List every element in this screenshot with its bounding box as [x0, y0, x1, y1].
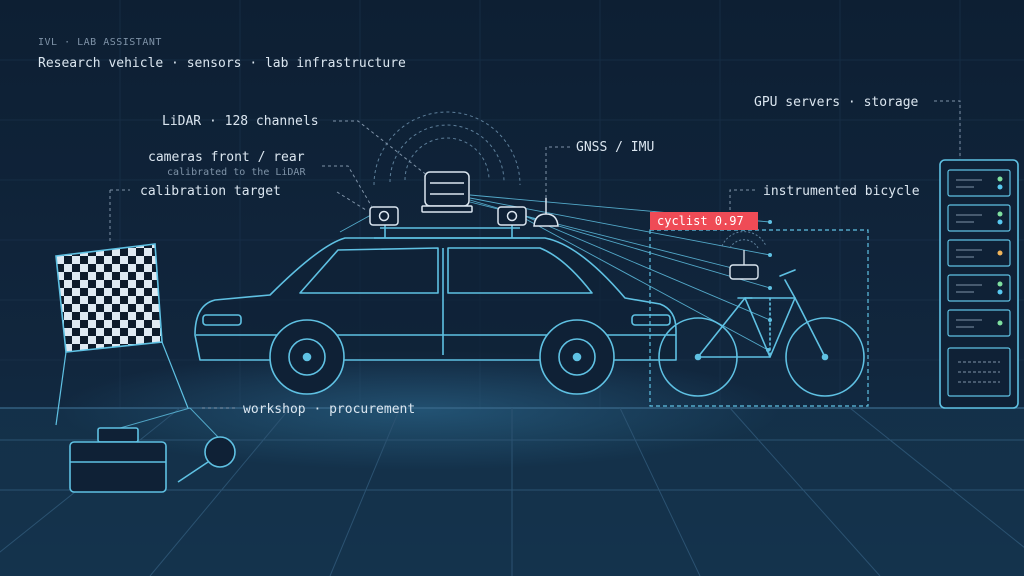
checkerboard-icon: [55, 243, 189, 426]
wheel-rear: [539, 319, 615, 395]
camera-icon: [369, 206, 399, 226]
toolbox-icon: [69, 427, 167, 493]
gnss-label: GNSS / IMU: [576, 140, 654, 155]
lidar-hit-points: [766, 220, 772, 352]
detection-badge[interactable]: cyclist 0.97: [650, 212, 758, 230]
gnss-antenna-icon: [533, 198, 559, 227]
camera-icon: [497, 206, 527, 226]
header-title: Research vehicle · sensors · lab infrast…: [38, 56, 406, 71]
server-status-leds: [997, 176, 1003, 326]
car-window-front: [299, 247, 439, 294]
detection-label: cyclist 0.97: [657, 214, 744, 228]
callout-leaders: [109, 100, 961, 409]
floor: [0, 350, 1024, 576]
bicycle-icon: [658, 269, 865, 397]
car-window-rear: [447, 247, 593, 294]
detection-badge-bg: [650, 212, 758, 230]
detection-box: [649, 229, 869, 407]
cameras-note: calibrated to the LiDAR: [167, 167, 306, 178]
research-vehicle: [194, 224, 677, 395]
lidar-signal-arcs: [373, 111, 521, 186]
calibration-label: calibration target: [140, 184, 281, 199]
header-eyebrow: IVL · LAB ASSISTANT: [38, 37, 162, 48]
bicycle-label: instrumented bicycle: [763, 184, 920, 199]
wheel-front: [269, 319, 345, 395]
cameras-label: cameras front / rear: [148, 150, 305, 165]
bicycle-sensor-icon: [721, 231, 767, 280]
lidar-icon: [421, 171, 473, 213]
workshop-leaders: [119, 407, 219, 438]
magnifier-icon: [177, 436, 236, 483]
workshop-label: workshop · procurement: [243, 402, 415, 417]
lidar-label: LiDAR · 128 channels: [162, 114, 319, 129]
headlight: [202, 314, 242, 326]
taillight: [631, 314, 671, 326]
gpu-label: GPU servers · storage: [754, 95, 919, 110]
server-rack-icon: [939, 159, 1019, 409]
